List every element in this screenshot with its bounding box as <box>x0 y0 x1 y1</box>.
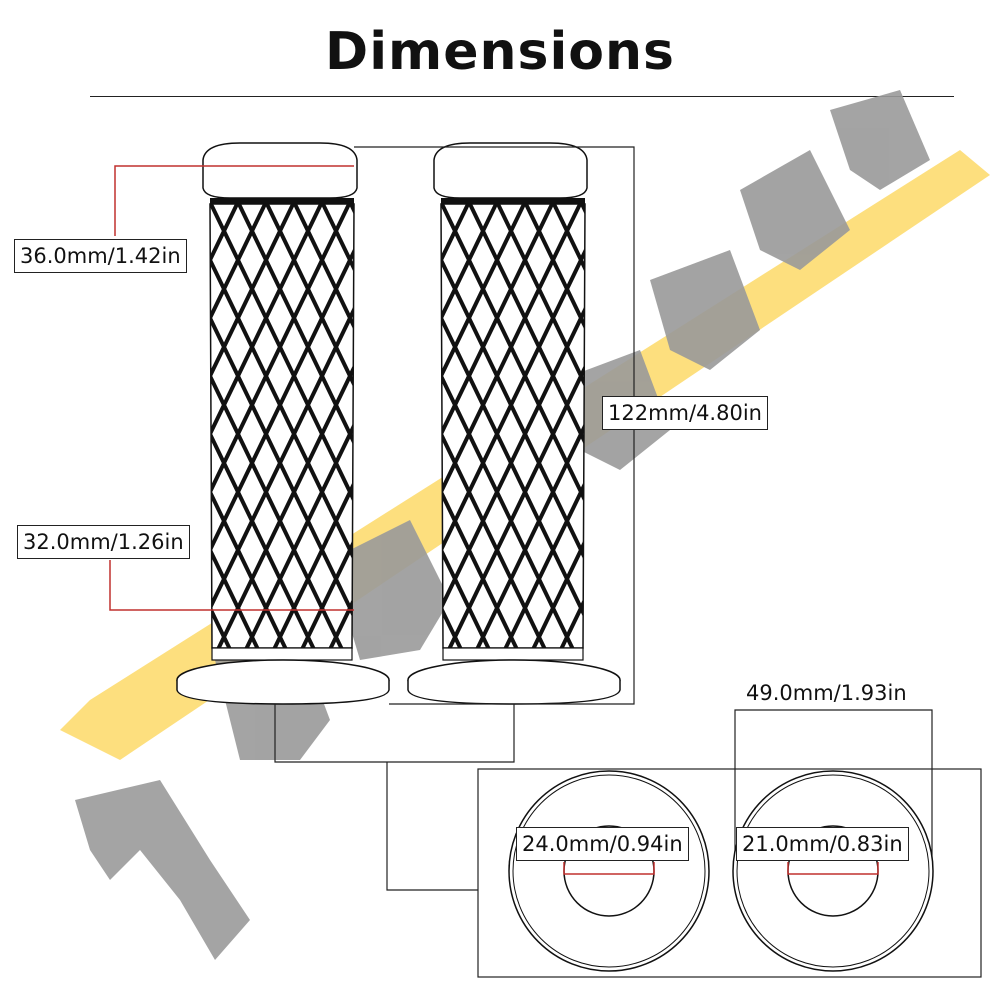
inner-diameter-left-label: 24.0mm/0.94in <box>516 827 689 861</box>
length-label: 122mm/4.80in <box>602 396 768 430</box>
page-title: Dimensions <box>325 22 675 82</box>
left-grip-cap <box>202 142 358 199</box>
flange-diameter-bracket <box>734 709 933 862</box>
dimension-lines <box>109 146 982 978</box>
end-view-box <box>477 768 982 978</box>
right-grip-ring <box>441 198 585 204</box>
left-grip <box>176 142 390 705</box>
right-grip-cap <box>433 142 588 199</box>
top-diameter-label: 36.0mm/1.42in <box>14 239 187 273</box>
right-bore-marker <box>787 862 879 875</box>
top-diameter-leader <box>114 165 354 236</box>
left-grip-ring <box>210 198 354 204</box>
body-diameter-label: 32.0mm/1.26in <box>17 525 190 559</box>
end-view-connector <box>386 762 478 891</box>
flange-diameter-label: 49.0mm/1.93in <box>746 681 907 705</box>
end-views <box>508 770 934 972</box>
left-bore-marker <box>563 862 655 875</box>
right-grip-diamond-texture <box>441 204 585 648</box>
body-diameter-leader <box>109 560 354 611</box>
right-grip <box>407 142 621 705</box>
grip-connector <box>274 704 515 763</box>
title-underline <box>90 96 954 97</box>
inner-diameter-right-label: 21.0mm/0.83in <box>736 827 909 861</box>
left-grip-diamond-texture <box>210 204 354 648</box>
